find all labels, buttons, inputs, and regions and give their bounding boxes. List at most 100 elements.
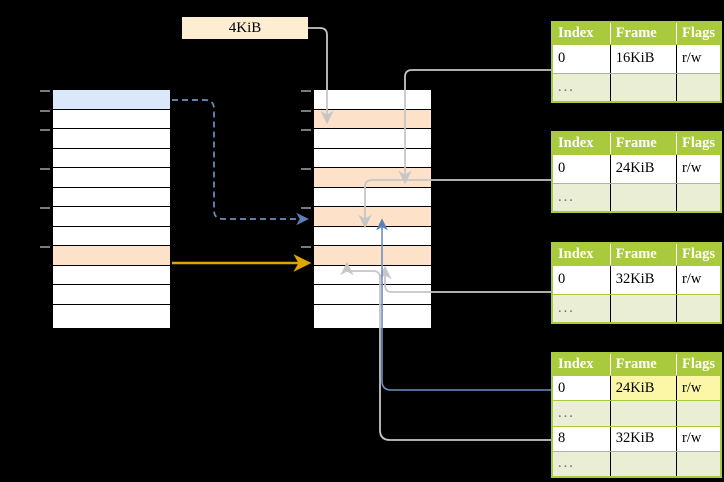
virtual-page-row-2	[53, 129, 170, 149]
cell-frame: 32KiB	[610, 426, 677, 452]
table-row[interactable]: ...	[553, 73, 720, 101]
physical-frame-tick-1	[301, 109, 311, 112]
cell-index: ...	[553, 294, 611, 322]
physical-frame-row-2	[314, 129, 431, 149]
cell-index: 0	[553, 44, 611, 74]
cell-flags	[676, 451, 720, 476]
virtual-address-space-column	[51, 88, 172, 330]
column-header-frame: Frame	[610, 133, 677, 155]
cell-flags	[676, 294, 720, 322]
virtual-page-row-10	[53, 285, 170, 305]
cell-frame	[610, 73, 677, 101]
cell-index: 0	[553, 154, 611, 184]
cell-index: 0	[553, 375, 611, 402]
column-header-index: Index	[553, 133, 611, 155]
cell-frame	[610, 400, 677, 427]
cell-index: 0	[553, 265, 611, 295]
cell-index: ...	[553, 451, 611, 476]
cell-flags: r/w	[676, 154, 720, 184]
physical-frame-row-3	[314, 148, 431, 168]
physical-frame-row-4	[314, 168, 431, 188]
physical-frame-tick-4	[301, 168, 311, 170]
cell-index: ...	[553, 183, 611, 211]
column-header-index: Index	[553, 354, 611, 376]
physical-frame-row-11	[314, 304, 431, 324]
physical-frame-row-9	[314, 265, 431, 285]
cell-flags	[676, 183, 720, 211]
cell-flags: r/w	[676, 375, 720, 402]
virtual-page-row-0	[53, 90, 170, 110]
physical-frame-row-8	[314, 246, 431, 266]
physical-frame-tick-0	[301, 90, 311, 92]
cell-frame: 32KiB	[610, 265, 677, 295]
cell-frame: 24KiB	[610, 375, 677, 402]
virtual-page-tick-8	[40, 246, 50, 248]
cell-flags: r/w	[676, 426, 720, 452]
cell-flags	[676, 400, 720, 427]
virtual-page-row-3	[53, 148, 170, 168]
cell-index: ...	[553, 400, 611, 427]
cell-frame	[610, 183, 677, 211]
wire-virtual-to-physical-dashed	[172, 99, 309, 226]
virtual-page-row-5	[53, 187, 170, 207]
virtual-page-tick-1	[40, 109, 50, 112]
physical-frame-tick-2	[301, 129, 311, 131]
virtual-page-tick-6	[40, 207, 50, 209]
column-header-flags: Flags	[676, 133, 720, 155]
physical-frame-row-10	[314, 285, 431, 305]
virtual-page-tick-0	[40, 90, 50, 92]
cell-flags: r/w	[676, 44, 720, 74]
virtual-page-row-6	[53, 207, 170, 227]
virtual-page-row-4	[53, 168, 170, 188]
cell-frame	[610, 294, 677, 322]
column-header-index: Index	[553, 244, 611, 266]
table-row[interactable]: ...	[553, 294, 720, 322]
physical-frame-row-6	[314, 207, 431, 227]
virtual-page-tick-2	[40, 129, 50, 131]
column-header-index: Index	[553, 23, 611, 45]
cell-frame: 16KiB	[610, 44, 677, 74]
physical-frame-row-1	[314, 109, 431, 129]
page-size-label-box: 4KiB	[182, 17, 308, 39]
column-header-frame: Frame	[610, 23, 677, 45]
cell-frame: 24KiB	[610, 154, 677, 184]
virtual-page-row-7	[53, 226, 170, 246]
virtual-page-row-11	[53, 304, 170, 324]
cell-index: ...	[553, 73, 611, 101]
virtual-page-row-8	[53, 246, 170, 266]
physical-frame-tick-8	[301, 246, 311, 248]
column-header-flags: Flags	[676, 354, 720, 376]
cell-flags	[676, 73, 720, 101]
table-row[interactable]: ...	[553, 400, 720, 427]
virtual-page-row-9	[53, 265, 170, 285]
cell-flags: r/w	[676, 265, 720, 295]
cell-frame	[610, 451, 677, 476]
cell-index: 8	[553, 426, 611, 452]
column-header-frame: Frame	[610, 244, 677, 266]
column-header-flags: Flags	[676, 244, 720, 266]
table-row[interactable]: ...	[553, 451, 720, 476]
virtual-page-row-1	[53, 109, 170, 129]
column-header-frame: Frame	[610, 354, 677, 376]
physical-frame-row-0	[314, 90, 431, 110]
physical-frame-row-7	[314, 226, 431, 246]
physical-frame-row-5	[314, 187, 431, 207]
page-size-label: 4KiB	[228, 19, 262, 36]
column-header-flags: Flags	[676, 23, 720, 45]
physical-frame-tick-6	[301, 207, 311, 209]
table-row[interactable]: ...	[553, 183, 720, 211]
